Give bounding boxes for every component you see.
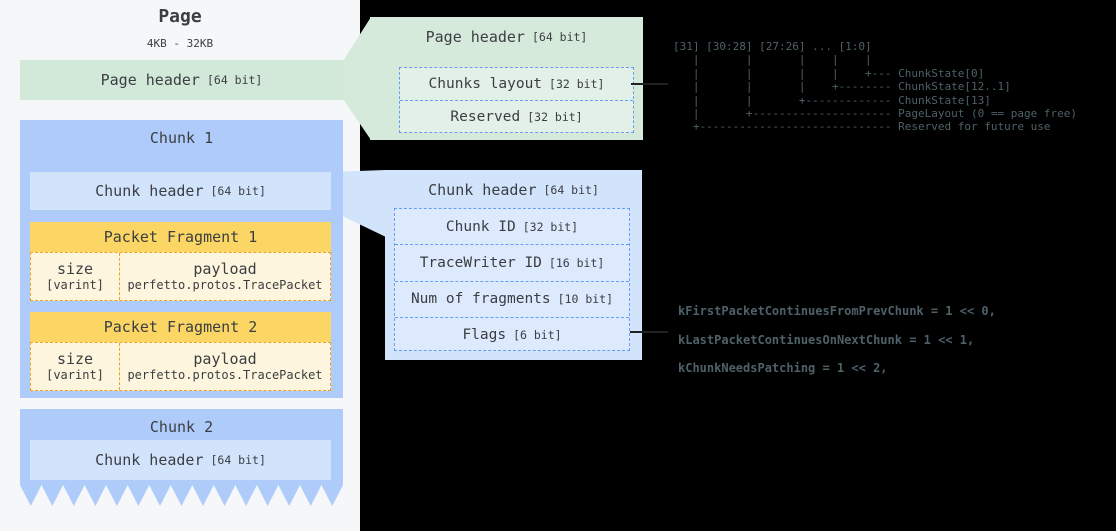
fragment1-body: size [varint] payload perfetto.protos.Tr… (30, 252, 331, 301)
detail-title-label: Chunk header (428, 181, 537, 199)
flags-connector (630, 331, 668, 333)
fragment2-body: size [varint] payload perfetto.protos.Tr… (30, 342, 331, 391)
page-header-label: Page header (100, 71, 200, 89)
reserved-row: Reserved [32 bit] (400, 100, 633, 133)
chunk-header-detail-box: Chunk header [64 bit] Chunk ID [32 bit] … (385, 170, 642, 360)
packet-fragment-1: Packet Fragment 1 size [varint] payload … (30, 222, 331, 301)
packet-fragment-2: Packet Fragment 2 size [varint] payload … (30, 312, 331, 391)
page-title: Page (158, 6, 202, 27)
chunk1-header-bar: Chunk header [64 bit] (30, 172, 331, 210)
payload-type: perfetto.protos.TracePacket (127, 278, 323, 293)
payload-label: payload (193, 349, 257, 368)
fragment1-title: Packet Fragment 1 (30, 222, 331, 252)
chunks-layout-bits: [32 bit] (549, 77, 605, 91)
chunk2-header-bar: Chunk header [64 bit] (30, 440, 331, 480)
tracewriter-id-bits: [16 bit] (548, 255, 605, 270)
page-size-range: 4KB - 32KB (146, 37, 214, 50)
fragment1-payload-cell: payload perfetto.protos.TracePacket (120, 253, 330, 300)
chunk2-header-bits: [64 bit] (210, 453, 266, 467)
tracewriter-id-label: TraceWriter ID (419, 254, 542, 271)
num-fragments-label: Num of fragments (410, 291, 551, 308)
payload-label: payload (193, 259, 257, 278)
tracewriter-id-row: TraceWriter ID [16 bit] (395, 244, 629, 280)
chunk2-title: Chunk 2 (149, 418, 214, 436)
chunk-header-detail-title: Chunk header [64 bit] (385, 181, 642, 199)
reserved-bits: [32 bit] (527, 110, 583, 124)
flags-label: Flags (462, 327, 507, 344)
chunk1-title: Chunk 1 (149, 129, 214, 147)
page-header-bits: [64 bit] (206, 73, 263, 87)
detail-title-bits: [64 bit] (543, 183, 599, 197)
flags-row: Flags [6 bit] (395, 316, 629, 353)
chunk1-block: Chunk 1 Chunk header [64 bit] Packet Fra… (20, 120, 343, 398)
page-header-fields: Chunks layout [32 bit] Reserved [32 bit] (399, 67, 634, 133)
chunk1-header-bits: [64 bit] (210, 184, 266, 198)
num-fragments-row: Num of fragments [10 bit] (395, 280, 629, 317)
fragment2-size-cell: size [varint] (31, 343, 120, 390)
chunk2-block: Chunk 2 Chunk header [64 bit] (20, 409, 343, 485)
size-type: [varint] (46, 368, 104, 383)
num-fragments-bits: [10 bit] (557, 292, 614, 307)
chunk-id-label: Chunk ID (445, 218, 516, 235)
page-header-detail-title: Page header [64 bit] (370, 28, 643, 46)
flags-bits: [6 bit] (513, 328, 562, 343)
chunks-layout-label: Chunks layout (428, 76, 543, 92)
chunk2-torn-edge (20, 485, 343, 506)
fragment1-size-cell: size [varint] (31, 253, 120, 300)
page-header-detail-box: Page header [64 bit] Chunks layout [32 b… (370, 17, 643, 140)
size-type: [varint] (46, 278, 104, 293)
size-label: size (56, 349, 94, 368)
chunk-flags-code: kFirstPacketContinuesFromPrevChunk = 1 <… (678, 304, 996, 375)
fragment2-payload-cell: payload perfetto.protos.TracePacket (120, 343, 330, 390)
chunks-layout-connector (631, 83, 668, 85)
chunk1-header-label: Chunk header (95, 182, 204, 200)
detail-title-bits: [64 bit] (531, 30, 588, 44)
chunk-header-callout-wedge (330, 170, 386, 237)
chunkstate-bits-ascii-art: [31] [30:28] [27:26] ... [1:0] | | | | |… (673, 40, 1077, 134)
page-header-callout-wedge (343, 17, 371, 140)
detail-title-label: Page header (425, 28, 525, 46)
chunk-id-bits: [32 bit] (522, 219, 579, 234)
chunk2-header-label: Chunk header (95, 451, 204, 469)
payload-type: perfetto.protos.TracePacket (127, 368, 323, 383)
chunk-id-row: Chunk ID [32 bit] (395, 209, 629, 244)
fragment2-title: Packet Fragment 2 (30, 312, 331, 342)
chunks-layout-row: Chunks layout [32 bit] (400, 68, 633, 100)
page-header-bar: Page header [64 bit] (20, 60, 343, 100)
reserved-label: Reserved (450, 109, 521, 125)
size-label: size (56, 259, 94, 278)
chunk-header-fields: Chunk ID [32 bit] TraceWriter ID [16 bit… (394, 208, 630, 351)
